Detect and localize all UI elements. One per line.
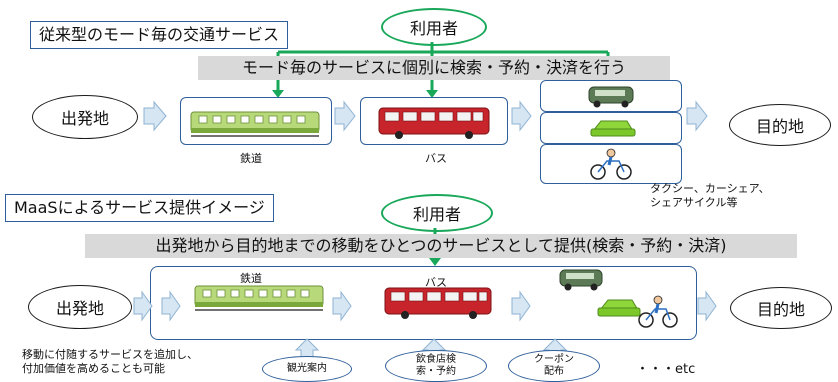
bottom-arrow-1: [133, 290, 153, 322]
bottom-section-title: MaaSによるサービス提供イメージ: [5, 194, 274, 222]
service-coupon-line-1: クーポン: [534, 354, 574, 365]
bottom-user-oval: 利用者: [381, 194, 493, 232]
top-arrow-3: [511, 100, 532, 132]
service-tourism-pill: 観光案内: [262, 356, 352, 382]
service-coupon-pill: クーポン 配布: [508, 350, 600, 382]
bottom-user-label: 利用者: [412, 205, 461, 224]
train-icon: [190, 111, 320, 137]
bottom-destination-label: 目的地: [756, 300, 805, 319]
car-icon: [590, 120, 636, 137]
top-origin-label: 出発地: [60, 109, 109, 128]
top-arrow-4: [686, 100, 708, 132]
bottom-arrow-4: [511, 290, 531, 322]
other-modes-line-2: シェアサイクル等: [650, 196, 738, 209]
top-section-title: 従来型のモード毎の交通サービス: [30, 21, 289, 49]
taxi-icon: [588, 86, 634, 108]
value-add-note: 移動に付随するサービスを追加し、 付加価値を高めることも可能: [22, 348, 198, 376]
service-restaurant-pill: 飲食店検 索・予約: [385, 350, 487, 382]
bus-icon: [378, 107, 490, 139]
service-coupon-line-2: 配布: [544, 366, 564, 377]
top-user-label: 利用者: [409, 19, 458, 38]
bottom-arrow-2: [161, 290, 181, 322]
etc-label: ・・・etc: [636, 362, 696, 377]
bottom-origin-oval: 出発地: [28, 285, 132, 329]
bottom-destination-oval: 目的地: [730, 287, 832, 329]
bottom-taxi-icon: [559, 269, 603, 291]
bottom-bicycle-icon: [638, 295, 678, 328]
top-taxi-card: [540, 80, 682, 112]
bottom-arrow-5: [697, 290, 717, 322]
service-restaurant-line-2: 索・予約: [416, 366, 456, 377]
top-banner: モード毎のサービスに個別に検索・予約・決済を行う: [198, 56, 670, 80]
top-user-oval: 利用者: [381, 8, 487, 46]
top-arrow-2: [334, 100, 356, 132]
bottom-car-icon: [597, 299, 641, 317]
bottom-banner: 出発地から目的地までの移動をひとつのサービスとして提供(検索・予約・決済): [85, 234, 797, 258]
top-arrow-1: [143, 100, 167, 132]
bottom-arrow-3: [332, 290, 352, 322]
top-destination-label: 目的地: [755, 117, 804, 136]
top-cycle-card: [540, 144, 682, 184]
bottom-origin-label: 出発地: [55, 299, 104, 318]
service-tourism-label: 観光案内: [287, 363, 327, 374]
top-rail-label: 鉄道: [240, 152, 262, 165]
other-modes-line-1: タクシー、カーシェア、: [650, 182, 770, 195]
top-other-modes-note: タクシー、カーシェア、 シェアサイクル等: [650, 182, 770, 210]
value-add-line-1: 移動に付随するサービスを追加し、: [22, 348, 198, 361]
top-origin-oval: 出発地: [32, 95, 138, 139]
top-destination-oval: 目的地: [729, 104, 831, 146]
top-bus-label: バス: [425, 152, 447, 165]
top-bus-card: [360, 97, 508, 145]
bottom-bus-label: バス: [425, 276, 447, 289]
top-carshare-card: [540, 112, 682, 144]
bottom-rail-label: 鉄道: [240, 272, 262, 285]
service-restaurant-line-1: 飲食店検: [416, 354, 456, 365]
bicycle-icon: [590, 148, 632, 180]
value-add-line-2: 付加価値を高めることも可能: [22, 362, 165, 375]
top-rail-card: [180, 97, 332, 145]
